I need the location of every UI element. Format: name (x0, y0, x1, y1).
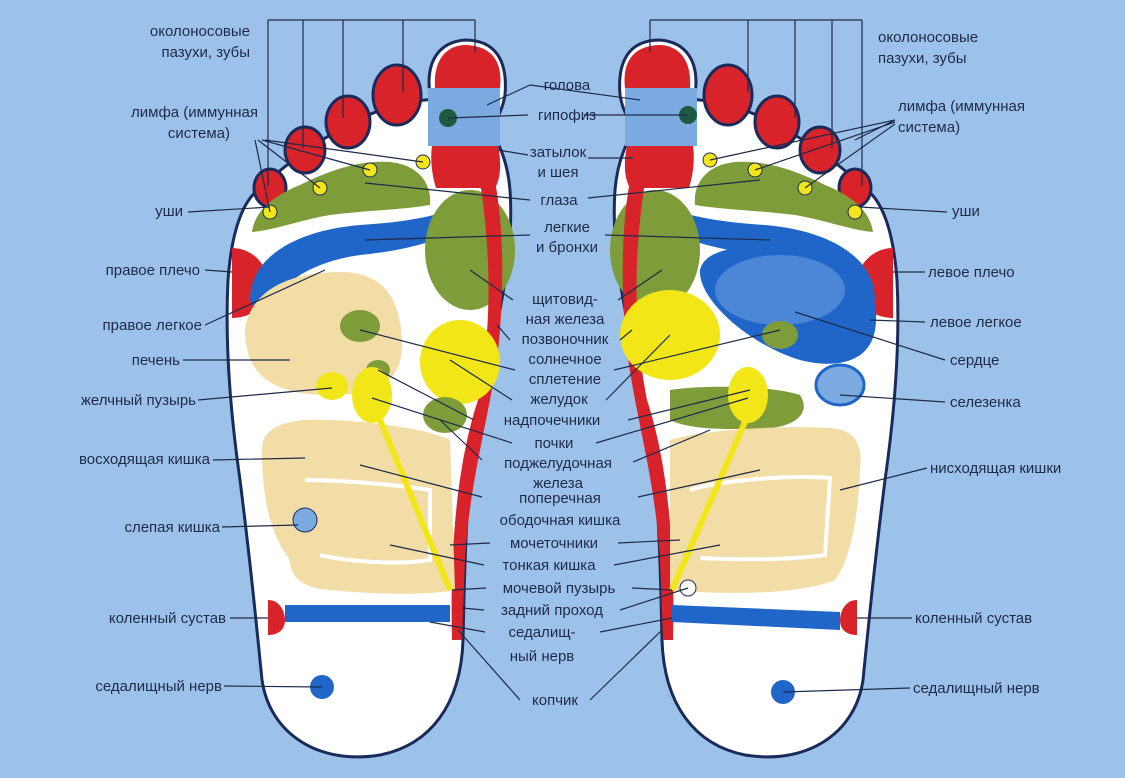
label-knee-left: коленный сустав (109, 610, 226, 627)
label-solar-1: солнечное (528, 351, 601, 368)
label-neck-2: и шея (537, 164, 578, 181)
label-lung-right: левое легкое (930, 314, 1022, 331)
right-labels: околоносовые пазухи, зубы лимфа (иммунна… (878, 29, 1061, 697)
label-bladder: мочевой пузырь (503, 580, 616, 597)
label-transverse-1: поперечная (519, 490, 601, 507)
label-sciatic-center-2: ный нерв (510, 648, 575, 665)
label-stomach: желудок (530, 391, 588, 408)
label-lymph-right-2: система) (898, 119, 960, 136)
left-labels: околоносовые пазухи, зубы лимфа (иммунна… (79, 23, 258, 695)
label-descending-colon: нисходящая кишки (930, 460, 1061, 477)
label-lymph-right-1: лимфа (иммунная (898, 98, 1025, 115)
label-ascending-colon: восходящая кишка (79, 451, 211, 468)
label-small-intestine: тонкая кишка (502, 557, 596, 574)
label-sciatic-right: седалищный нерв (913, 680, 1040, 697)
label-eyes: глаза (540, 192, 578, 209)
label-lung-left: правое легкое (103, 317, 202, 334)
label-heart: сердце (950, 352, 999, 369)
label-pancreas-1: поджелудочная (504, 455, 612, 472)
right-foot (610, 38, 900, 759)
label-knee-right: коленный сустав (915, 610, 1032, 627)
label-pancreas-2: железа (533, 475, 584, 492)
label-sinuses-left-1: околоносовые (150, 23, 250, 40)
label-neck-1: затылок (530, 144, 587, 161)
leader-lines (183, 19, 948, 701)
label-spine: позвоночник (522, 331, 609, 348)
label-lymph-left-2: система) (168, 125, 230, 142)
label-sciatic-left: седалищный нерв (95, 678, 222, 695)
label-gallbladder: желчный пузырь (81, 392, 196, 409)
label-solar-2: сплетение (529, 371, 601, 388)
label-ears-left: уши (155, 203, 183, 220)
label-shoulder-left: правое плечо (106, 262, 200, 279)
label-thyroid-1: щитовид- (532, 291, 598, 308)
label-pituitary: гипофиз (538, 107, 596, 124)
label-adrenal: надпочечники (504, 412, 601, 429)
label-shoulder-right: левое плечо (928, 264, 1015, 281)
label-lymph-left-1: лимфа (иммунная (131, 104, 258, 121)
label-liver: печень (132, 352, 180, 369)
left-foot (225, 38, 515, 759)
label-sciatic-center-1: седалищ- (508, 624, 575, 641)
label-spleen: селезенка (950, 394, 1021, 411)
label-transverse-2: ободочная кишка (500, 512, 621, 529)
label-lungs-2: и бронхи (536, 239, 598, 256)
label-kidneys: почки (535, 435, 574, 452)
label-anus: задний проход (501, 602, 603, 619)
label-ears-right: уши (952, 203, 980, 220)
label-head: голова (544, 77, 591, 94)
label-sinuses-left-2: пазухи, зубы (162, 44, 250, 61)
label-sinuses-right-2: пазухи, зубы (878, 50, 966, 67)
label-cecum: слепая кишка (124, 519, 220, 536)
label-coccyx: копчик (532, 692, 578, 709)
center-labels: голова гипофиз затылок и шея глаза легки… (500, 77, 621, 709)
label-thyroid-2: ная железа (526, 311, 605, 328)
label-lungs-1: легкие (544, 219, 590, 236)
label-ureters: мочеточники (510, 535, 598, 552)
label-sinuses-right-1: околоносовые (878, 29, 978, 46)
